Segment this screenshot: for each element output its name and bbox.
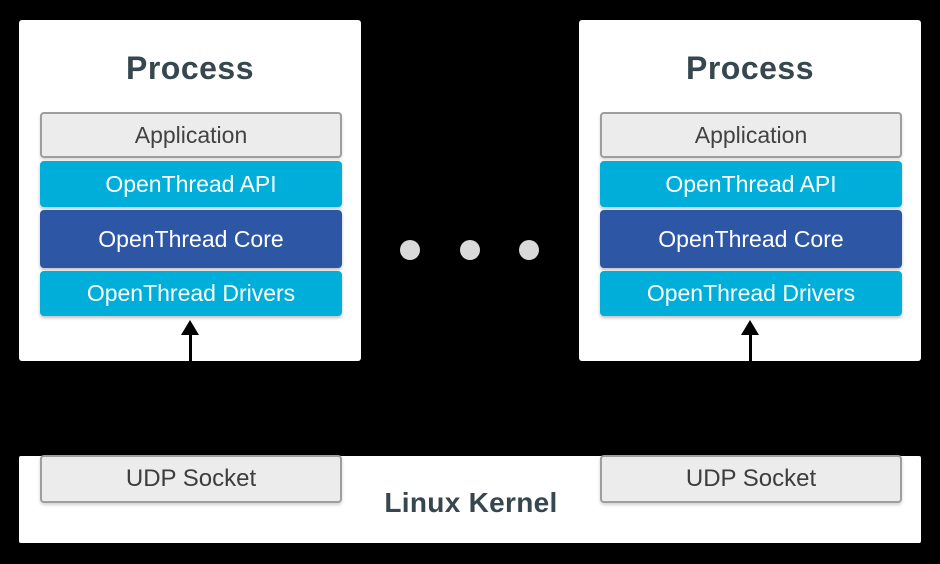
ellipsis-dot: [460, 240, 480, 260]
process-title: Process: [125, 50, 255, 86]
process-card-left: Process Application OpenThread API OpenT…: [19, 20, 361, 361]
upward-arrow-icon: [741, 320, 759, 361]
arrow-head: [181, 320, 199, 335]
udp-socket-left: UDP Socket: [40, 455, 342, 503]
upward-arrow-icon: [181, 320, 199, 361]
application-layer-label: Application: [694, 121, 808, 148]
application-layer: Application: [40, 112, 342, 158]
openthread-api-layer: OpenThread API: [600, 161, 902, 207]
ellipsis-dot: [519, 240, 539, 260]
openthread-api-layer-label: OpenThread API: [665, 170, 837, 197]
openthread-core-layer: OpenThread Core: [600, 210, 902, 268]
openthread-drivers-layer: OpenThread Drivers: [600, 271, 902, 316]
udp-socket-label: UDP Socket: [125, 465, 257, 492]
openthread-drivers-layer-label: OpenThread Drivers: [86, 280, 296, 306]
process-card-right: Process Application OpenThread API OpenT…: [579, 20, 921, 361]
openthread-core-layer: OpenThread Core: [40, 210, 342, 268]
arrow-shaft: [748, 335, 752, 361]
openthread-core-layer-label: OpenThread Core: [658, 225, 844, 252]
udp-socket-label: UDP Socket: [685, 465, 817, 492]
application-layer-label: Application: [134, 121, 248, 148]
openthread-api-layer: OpenThread API: [40, 161, 342, 207]
arrow-head: [741, 320, 759, 335]
udp-socket-right: UDP Socket: [600, 455, 902, 503]
openthread-core-layer-label: OpenThread Core: [98, 225, 284, 252]
openthread-drivers-layer: OpenThread Drivers: [40, 271, 342, 316]
linux-kernel-bar: UDP Socket Linux Kernel UDP Socket: [19, 455, 921, 543]
arrow-shaft: [188, 335, 192, 361]
process-title: Process: [685, 50, 815, 86]
openthread-drivers-layer-label: OpenThread Drivers: [646, 280, 856, 306]
linux-kernel-label: Linux Kernel: [384, 487, 558, 518]
openthread-api-layer-label: OpenThread API: [105, 170, 277, 197]
ellipsis-dot: [400, 240, 420, 260]
application-layer: Application: [600, 112, 902, 158]
